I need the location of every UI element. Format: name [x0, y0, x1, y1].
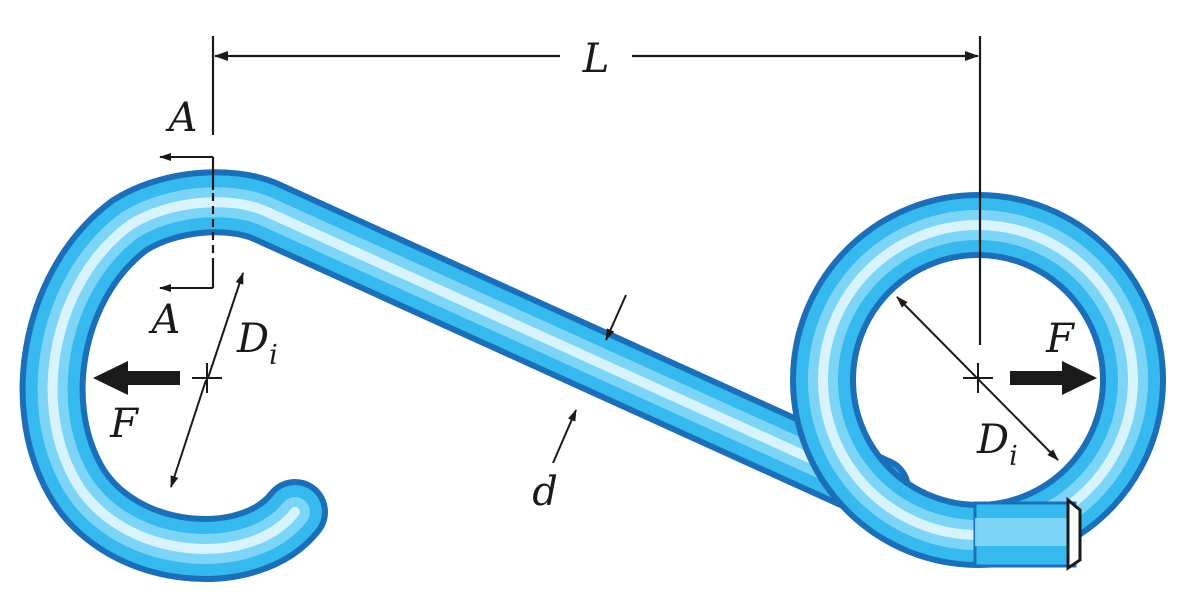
right-tail [973, 496, 1082, 571]
left-diameter-label: Di [236, 316, 278, 371]
right-loop-annotations: Di F [896, 296, 1097, 472]
wire-diameter-label: d [532, 469, 558, 515]
wire-diameter-arrow-top [605, 294, 627, 341]
left-hook-annotations: Di F [93, 272, 278, 488]
right-diameter-label: Di [976, 417, 1018, 472]
wire-diameter-arrow-bottom [552, 409, 577, 464]
left-force-arrow [93, 361, 180, 395]
wire-highlight-stroke [47, 197, 883, 554]
left-diameter-arrow-lower [170, 379, 207, 488]
tail-shading [975, 518, 1075, 546]
right-force-label: F [1045, 316, 1075, 362]
tail-end-cap [1066, 496, 1082, 571]
section-label-top: A [165, 95, 198, 141]
length-dimension: L [211, 36, 982, 345]
right-diameter-arrow [896, 296, 1059, 461]
length-label: L [582, 36, 610, 82]
right-force-arrow [1010, 361, 1097, 395]
section-cut-a-a: A A [148, 95, 215, 343]
spring-wire [19, 169, 1166, 582]
left-force-label: F [109, 401, 139, 447]
left-diameter-arrow [207, 272, 244, 379]
section-label-bottom: A [148, 297, 181, 343]
left-hook-and-body [19, 169, 911, 582]
wire-diameter-dimension: d [532, 294, 627, 515]
